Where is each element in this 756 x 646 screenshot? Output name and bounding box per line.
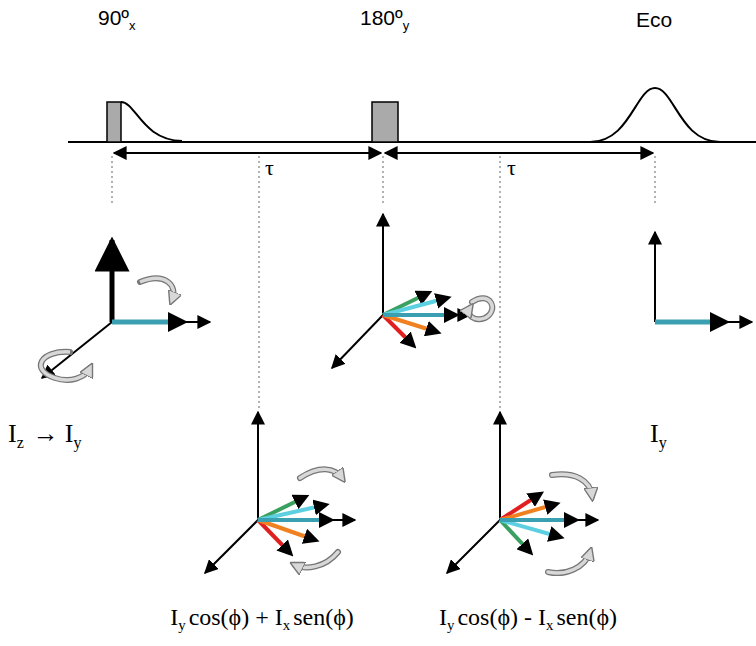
label-text: 90º	[98, 6, 129, 29]
label-text: I	[170, 604, 178, 630]
subscript: y	[447, 617, 454, 633]
rotating-frame	[332, 214, 492, 368]
label-text: cos(ϕ) - I	[457, 604, 546, 630]
label-text: I	[650, 419, 659, 448]
label-text: 180º	[360, 6, 403, 29]
label-text: cos(ϕ) + I	[189, 604, 283, 630]
formula-label: Iz→Iy	[8, 420, 85, 451]
formula-label: Iy	[650, 420, 670, 451]
formula-label: Iycos(ϕ) + Ixsen(ϕ)	[170, 604, 354, 634]
formula-label: 90ºx	[98, 6, 139, 33]
label-text: I	[8, 419, 17, 448]
subscript: x	[129, 18, 136, 33]
label-text: I	[65, 419, 74, 448]
label-text: →	[33, 419, 59, 448]
subscript: z	[17, 434, 24, 451]
rotating-frame	[41, 240, 210, 380]
rotating-frame	[655, 232, 752, 322]
formula-label: 180ºy	[360, 6, 412, 33]
formula-label: τ	[265, 156, 274, 180]
rotating-frame	[205, 412, 355, 573]
formula-label: Eco	[636, 8, 672, 31]
pulse-sequence	[68, 88, 756, 153]
subscript: x	[546, 617, 553, 633]
subscript: y	[659, 434, 667, 451]
subscript: y	[74, 434, 82, 451]
time-markers	[112, 156, 655, 410]
label-text: Eco	[636, 8, 672, 31]
label-text: sen(ϕ)	[556, 604, 617, 630]
rotating-frame	[447, 412, 598, 573]
subscript: x	[283, 617, 290, 633]
subscript: y	[403, 18, 410, 33]
label-text: τ	[265, 155, 274, 180]
label-text: sen(ϕ)	[293, 604, 354, 630]
formula-label: Iycos(ϕ) - Ixsen(ϕ)	[439, 604, 617, 634]
label-text: I	[439, 604, 447, 630]
formula-label: τ	[507, 156, 516, 180]
label-text: τ	[507, 155, 516, 180]
subscript: y	[178, 617, 185, 633]
